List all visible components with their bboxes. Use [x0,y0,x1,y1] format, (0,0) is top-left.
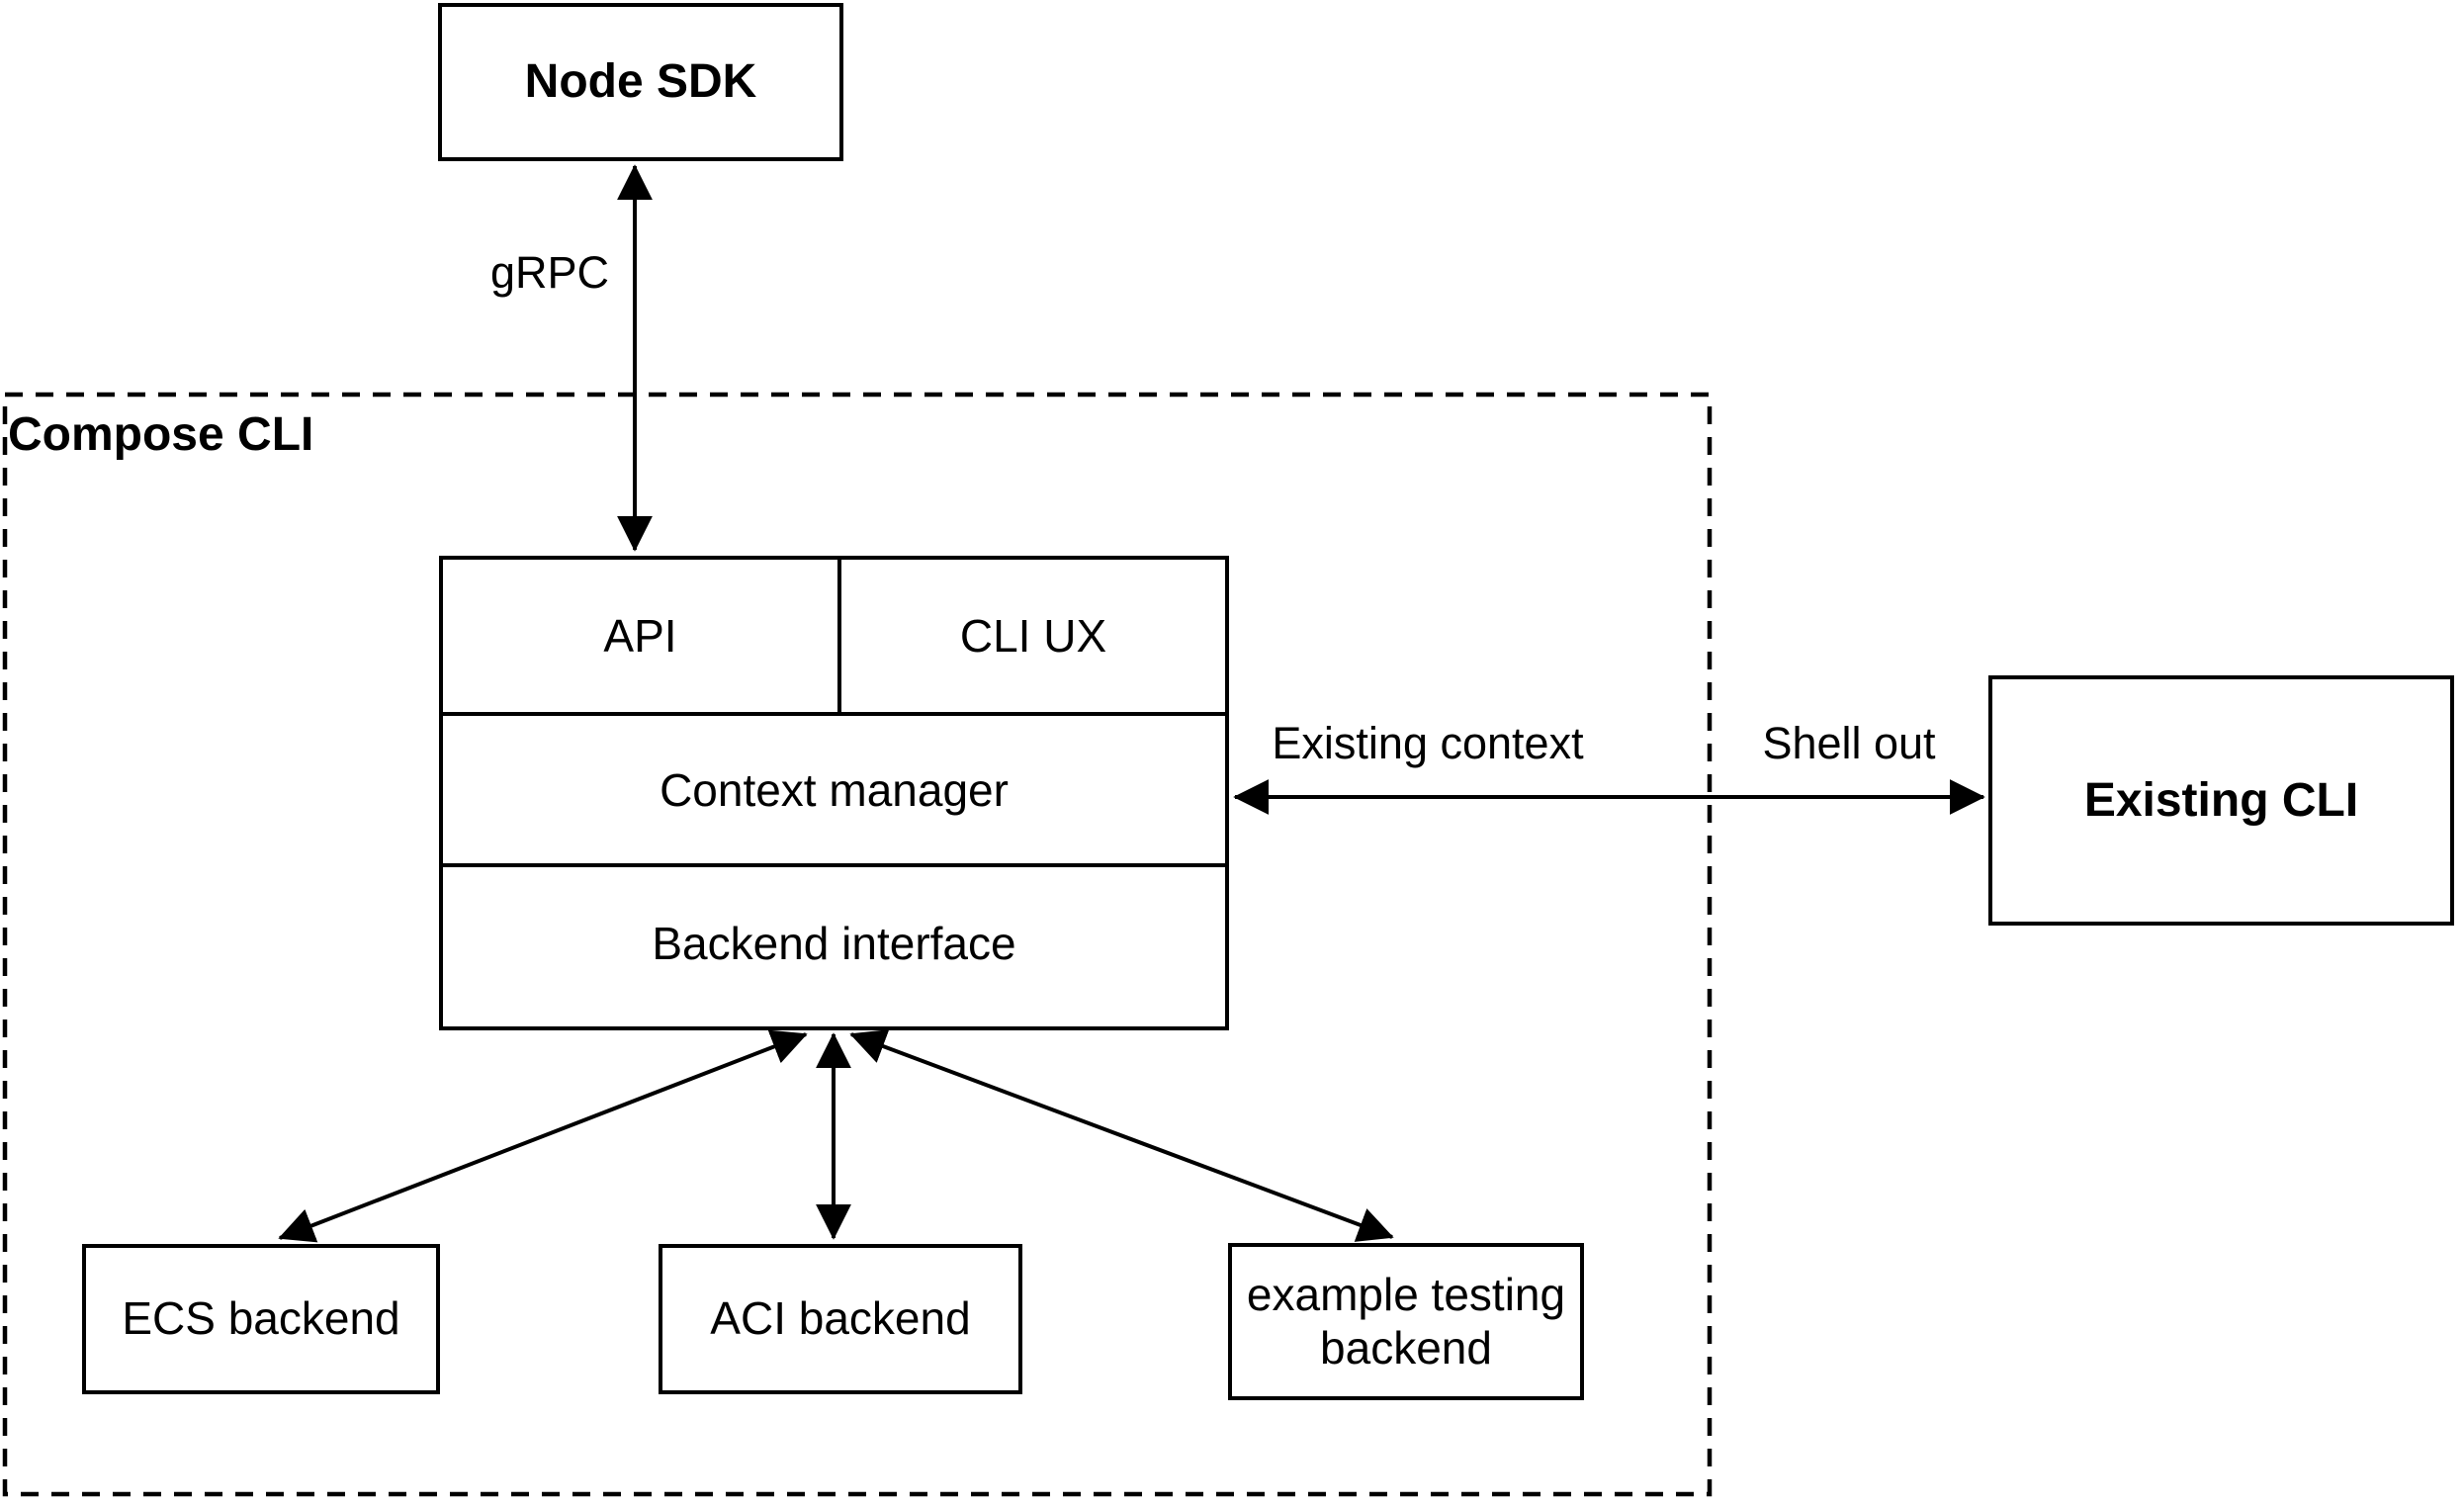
context-manager-cell: Context manager [443,716,1225,867]
existing-cli-box: Existing CLI [1988,675,2454,926]
example-testing-backend-box: example testing backend [1228,1243,1584,1400]
shell-out-edge-label: Shell out [1762,718,1936,768]
backend-interface-label: Backend interface [652,917,1016,969]
ecs-backend-box: ECS backend [82,1244,440,1394]
example-backend-edge [849,1029,1394,1242]
aci-backend-label: ACI backend [710,1292,971,1345]
context-manager-label: Context manager [660,763,1009,816]
ecs-backend-label: ECS backend [122,1292,400,1345]
aci-backend-box: ACI backend [659,1244,1022,1394]
compose-cli-group-border [2,392,1713,1497]
example-testing-backend-label: example testing backend [1246,1269,1566,1374]
api-cell: API [443,560,841,712]
compose-cli-group-title: Compose CLI [8,408,314,461]
cli-ux-label: CLI UX [959,610,1107,662]
node-sdk-label: Node SDK [524,55,757,109]
grpc-edge-label: gRPC [490,247,610,298]
cli-ux-cell: CLI UX [841,560,1225,712]
ecs-backend-edge [278,1029,808,1243]
existing-context-edge-label: Existing context [1272,718,1584,768]
backend-interface-cell: Backend interface [443,867,1225,1019]
existing-cli-label: Existing CLI [2083,773,2359,827]
node-sdk-box: Node SDK [438,3,843,161]
api-label: API [603,610,677,662]
core-top-row: API CLI UX [443,560,1225,716]
compose-cli-core-box: API CLI UX Context manager Backend inter… [439,556,1229,1030]
